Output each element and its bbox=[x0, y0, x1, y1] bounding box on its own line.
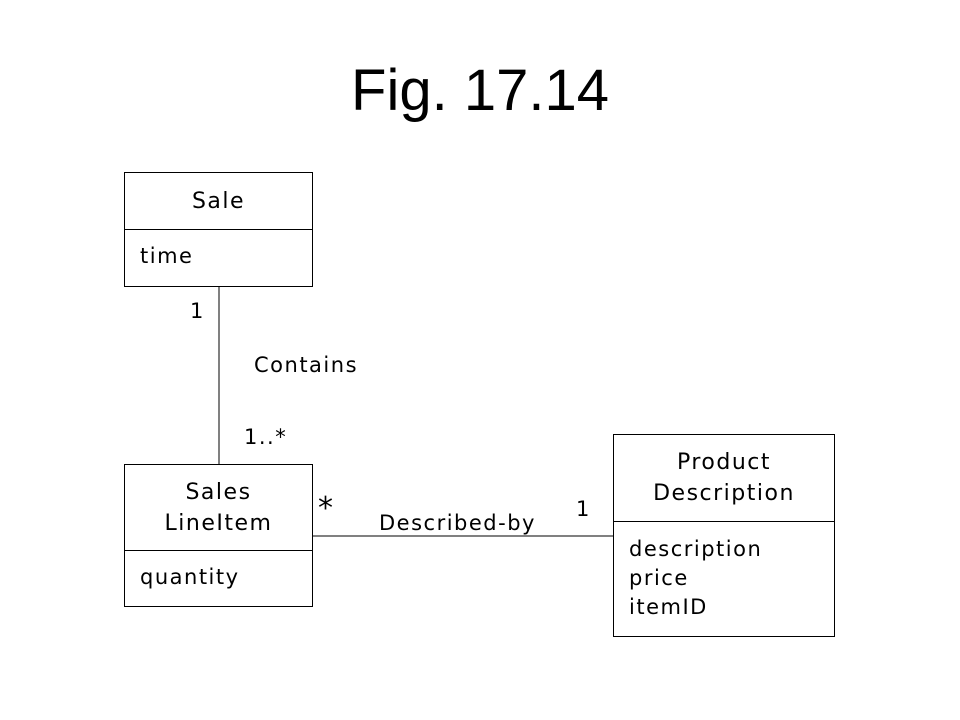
class-product-description-name: Product Description bbox=[614, 435, 834, 522]
class-sale-name: Sale bbox=[125, 173, 312, 230]
figure-title: Fig. 17.14 bbox=[351, 58, 609, 123]
attribute-time: time bbox=[140, 244, 194, 268]
class-name-line: Description bbox=[653, 481, 795, 506]
class-sales-line-item: Sales LineItem quantity bbox=[124, 464, 313, 607]
described-by-target-multiplicity: 1 bbox=[576, 497, 591, 521]
attribute-description: description bbox=[629, 537, 763, 561]
contains-target-multiplicity: 1..* bbox=[244, 425, 288, 449]
contains-source-multiplicity: 1 bbox=[190, 299, 205, 323]
class-sale: Sale time bbox=[124, 172, 313, 287]
attribute-quantity: quantity bbox=[140, 565, 240, 589]
class-name-line: Sales bbox=[185, 479, 252, 505]
described-by-association-label: Described-by bbox=[379, 511, 536, 535]
class-sales-line-item-attributes: quantity bbox=[125, 551, 312, 592]
class-name-line: Product bbox=[676, 450, 772, 475]
class-product-description: Product Description description price it… bbox=[613, 434, 835, 637]
contains-association-label: Contains bbox=[254, 353, 359, 377]
attribute-price: price bbox=[629, 566, 689, 590]
class-sales-line-item-name: Sales LineItem bbox=[125, 465, 312, 551]
class-product-description-attributes: description price itemID bbox=[614, 522, 834, 622]
described-by-source-multiplicity: * bbox=[318, 491, 333, 526]
attribute-item-id: itemID bbox=[629, 595, 708, 619]
class-name-line: LineItem bbox=[164, 510, 273, 536]
class-name-line: Sale bbox=[191, 188, 246, 214]
class-sale-attributes: time bbox=[125, 230, 312, 271]
